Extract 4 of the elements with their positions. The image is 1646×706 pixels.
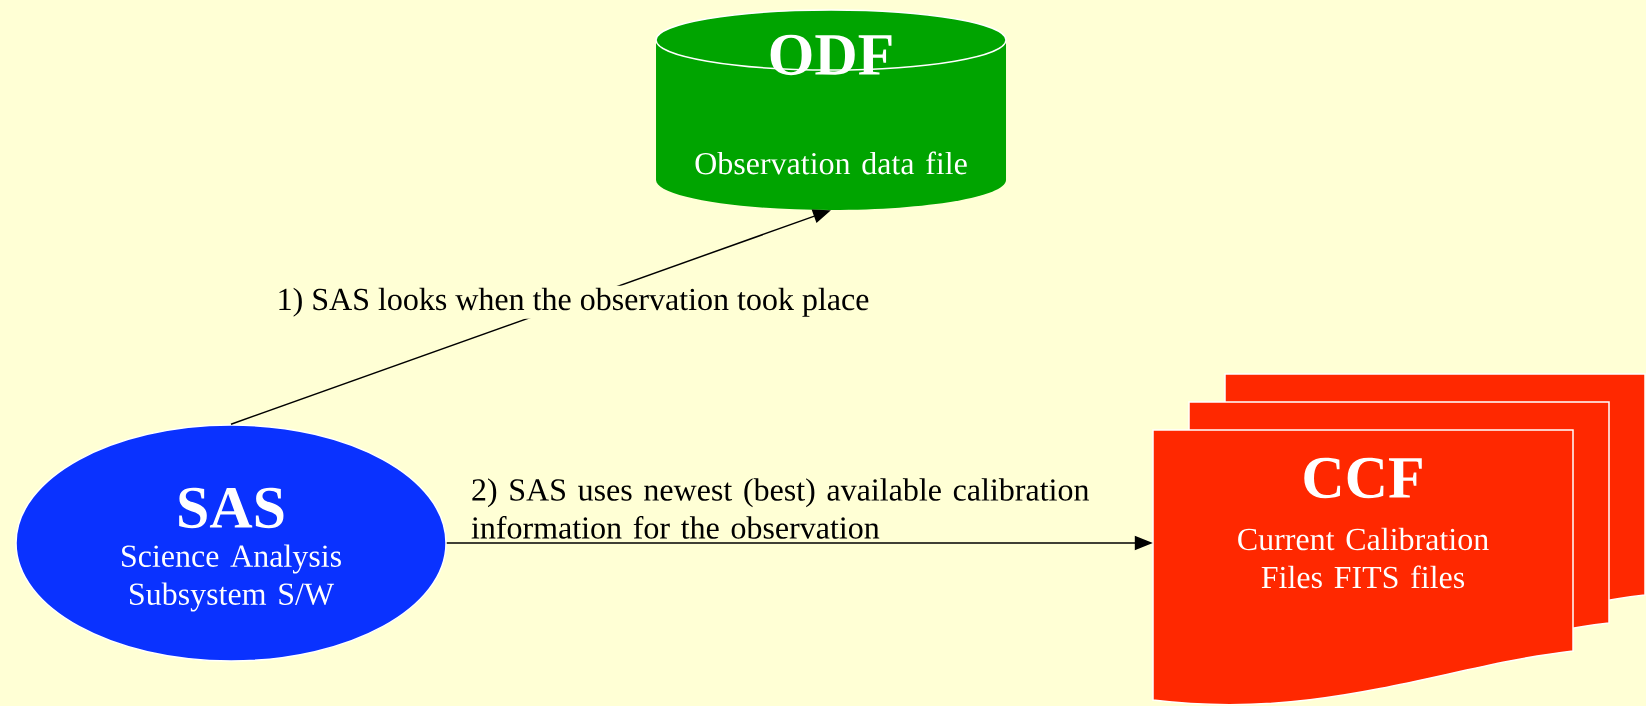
edge-label: 2) SAS uses newest (best) available calibration information for the observation [471,478,1089,539]
edge-label: 1) SAS looks when the observation took place [279,287,869,317]
database-cylinder: ODF Observation data file [655,9,1007,210]
document-stack: CCF Current Calibration Files FITS files [1152,373,1646,706]
